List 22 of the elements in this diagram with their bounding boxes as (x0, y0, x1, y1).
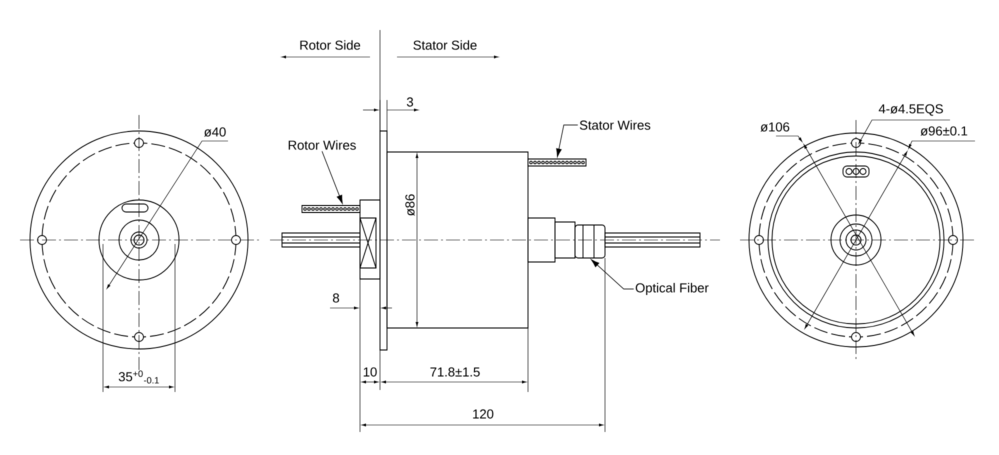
dimension-label: ø106 (760, 122, 790, 132)
dimension-label: 4-ø4.5EQS (878, 104, 943, 116)
dimension-label: ø96±0.1 (920, 126, 968, 136)
dimension-label: Rotor Side (300, 40, 360, 50)
dimension-label: 8 (332, 293, 340, 303)
callout-label: Optical Fiber (636, 282, 709, 296)
leader-line (556, 124, 578, 158)
leader-line (590, 259, 634, 290)
wire-bundle (302, 205, 360, 213)
dimension-label: ø86 (405, 194, 415, 216)
dimension-label: 3 (406, 97, 414, 107)
dimension-label: 10 (364, 367, 377, 377)
dimension-label: 35$^{+0}$-0.1 (118, 370, 159, 384)
leader-line (322, 150, 343, 204)
callout-label: Stator Wires (580, 120, 650, 130)
dimension-label: Stator Side (413, 40, 477, 50)
connector-nut (574, 224, 606, 258)
dimension-label: 120 (473, 409, 494, 419)
wire-bundle (528, 158, 586, 166)
callout-label: Rotor Wires (288, 140, 356, 150)
dimension-label: 71.8±1.5 (430, 367, 480, 377)
dimension-label: ø40 (204, 127, 226, 137)
